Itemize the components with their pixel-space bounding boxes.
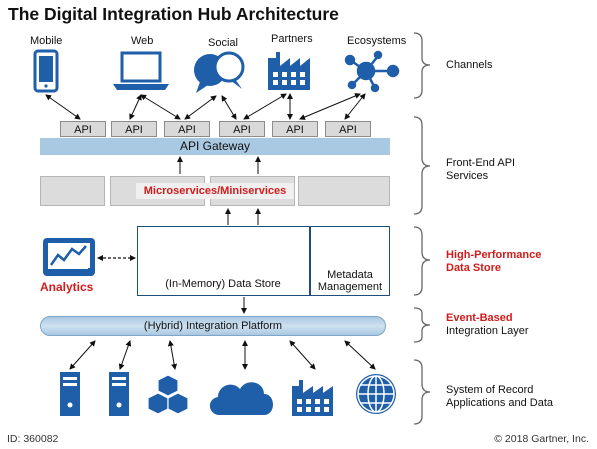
- footer-copyright: © 2018 Gartner, Inc.: [494, 433, 589, 445]
- api-gateway-bar: API Gateway: [40, 138, 390, 155]
- speech-bubbles-icon: [194, 51, 245, 93]
- microservice-box-4: [298, 176, 390, 206]
- mobile-icon: [33, 49, 59, 93]
- layer-label-front-end-line2: Services: [446, 170, 489, 182]
- api-box-2: API: [111, 121, 157, 137]
- network-icon: [344, 50, 400, 93]
- channel-label-mobile: Mobile: [30, 35, 63, 47]
- diagram-title: The Digital Integration Hub Architecture: [8, 4, 339, 24]
- analytics-label: Analytics: [40, 280, 94, 294]
- api-box-5: API: [272, 121, 318, 137]
- globe-icon: [356, 374, 396, 414]
- cloud-icon: [209, 382, 273, 415]
- layer-label-sor: System of Record Applications and Data: [446, 384, 553, 410]
- api-box-4: API: [219, 121, 265, 137]
- right-braces: [413, 32, 431, 425]
- layer-label-channels: Channels: [446, 59, 493, 71]
- channel-label-social: Social: [208, 37, 238, 49]
- layer-label-sor-line2: Applications and Data: [446, 397, 554, 409]
- server-icon-1: [60, 372, 80, 416]
- laptop-icon: [113, 51, 169, 90]
- data-store-box: [137, 226, 310, 296]
- layer-label-hpds-line1: High-Performance: [446, 249, 542, 261]
- metadata-box: [310, 226, 390, 296]
- gateway-ms-arrows: [177, 156, 261, 314]
- layer-label-event-line1: Event-Based: [446, 312, 513, 324]
- metadata-label: Metadata Management: [310, 269, 390, 293]
- factory-icon-sor: [292, 380, 333, 416]
- api-box-3: API: [164, 121, 210, 137]
- layer-label-front-end-line1: Front-End API: [446, 157, 516, 169]
- channel-api-arrows: [45, 93, 366, 120]
- server-icon-2: [109, 372, 129, 416]
- layer-label-front-end: Front-End API Services: [446, 157, 515, 183]
- api-box-6: API: [325, 121, 371, 137]
- footer-id: ID: 360082: [7, 433, 59, 445]
- metadata-label-line1: Metadata: [327, 269, 373, 281]
- channel-label-partners: Partners: [271, 33, 313, 45]
- metadata-label-line2: Management: [317, 281, 383, 293]
- cubes-icon: [147, 374, 189, 415]
- layer-label-hpds-line2: Data Store: [446, 262, 502, 274]
- platform-sor-arrows: [69, 340, 376, 370]
- microservice-box-1: [40, 176, 105, 206]
- layer-label-sor-line1: System of Record: [446, 384, 534, 396]
- api-box-1: API: [60, 121, 106, 137]
- analytics-monitor-icon: [43, 238, 95, 276]
- channel-label-web: Web: [131, 35, 154, 47]
- layer-label-event-line2: Integration Layer: [446, 325, 529, 337]
- layer-label-event: Event-Based Integration Layer: [446, 312, 529, 338]
- integration-platform-bar: (Hybrid) Integration Platform: [40, 316, 386, 336]
- microservices-label: Microservices/Miniservices: [136, 183, 294, 199]
- factory-icon-partners: [268, 52, 310, 90]
- layer-label-hpds: High-Performance Data Store: [446, 249, 541, 275]
- channel-label-ecosystems: Ecosystems: [347, 35, 407, 47]
- data-store-label: (In-Memory) Data Store: [165, 278, 281, 290]
